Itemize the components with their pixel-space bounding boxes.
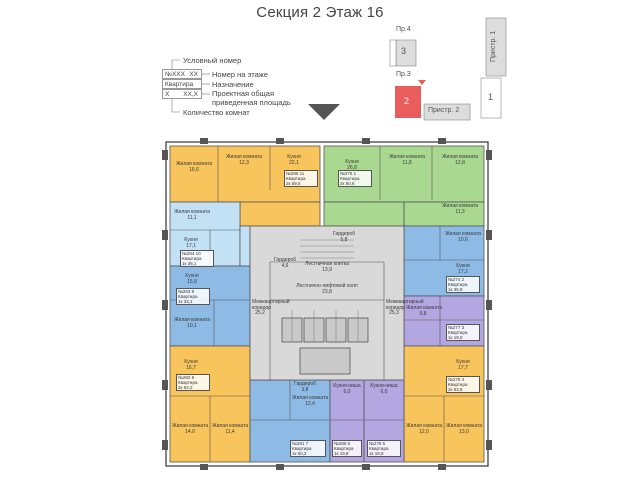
direction-arrow-icon xyxy=(308,104,340,120)
legend-area-line1: Проектная общая xyxy=(212,89,275,98)
key-pr4-label: Пр.4 xyxy=(396,26,411,33)
key-plan xyxy=(389,17,507,121)
legend-sample-kvartira: Квартира xyxy=(162,79,202,89)
legend-area-line2: приведенная площадь xyxy=(212,98,291,107)
legend-floor-number: Номер на этаже xyxy=(212,70,268,79)
page-title: Секция 2 Этаж 16 xyxy=(256,4,384,21)
key-pr2-label: Пристр. 2 xyxy=(428,107,460,114)
key-section-2-highlight xyxy=(395,86,421,118)
legend-no-xx: XX xyxy=(189,71,198,78)
key-section-3: 3 xyxy=(401,46,407,56)
legend-purpose: Назначение xyxy=(212,80,254,89)
legend-room-count: Количество комнат xyxy=(183,108,250,117)
legend-kvartira: Квартира xyxy=(165,81,194,88)
legend-sample-area: X XX,X xyxy=(162,89,202,99)
legend-xx: XX,X xyxy=(183,91,198,98)
legend-no-format: №XXX xyxy=(165,71,185,78)
key-section-2: 2 xyxy=(404,96,410,106)
legend-x: X xyxy=(165,91,170,98)
key-pr1-label: Пристр. 1 xyxy=(490,30,497,62)
key-section-1: 1 xyxy=(488,92,494,102)
legend-sample-number: №XXX XX xyxy=(162,69,202,79)
legend-room-number: Условный номер xyxy=(183,56,242,65)
key-pr3-label: Пр.3 xyxy=(396,71,411,78)
key-marker-icon xyxy=(418,80,426,85)
